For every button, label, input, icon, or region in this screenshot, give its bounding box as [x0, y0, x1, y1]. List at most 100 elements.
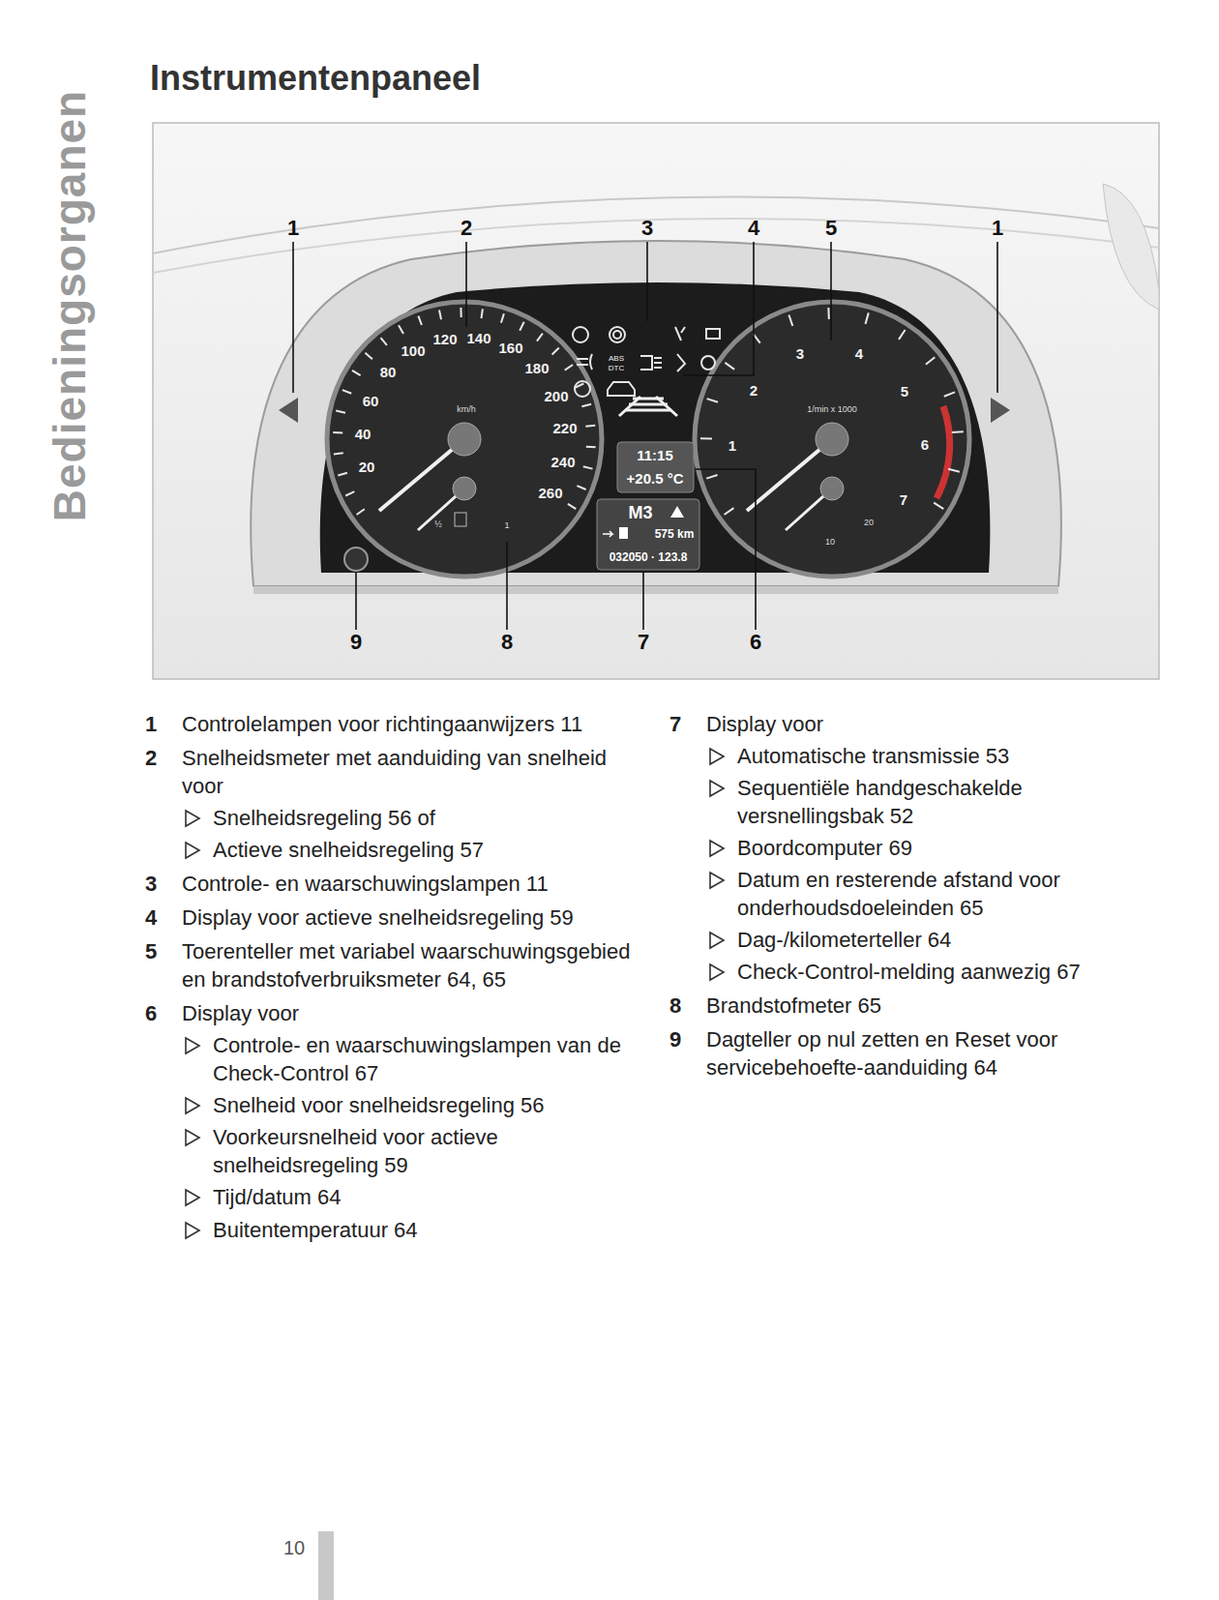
fuel-mark: 1: [504, 521, 509, 532]
sub-item-text: Controle- en waarschuwingslampen van de …: [212, 1031, 649, 1088]
list-item: 6Display voor: [145, 999, 649, 1028]
display-text: M3: [627, 504, 653, 524]
scale-number: 200: [543, 388, 568, 406]
tick: [898, 329, 906, 340]
sub-item: Actieve snelheidsregeling 57: [181, 835, 649, 864]
sub-item: Boordcomputer 69: [706, 833, 1144, 863]
sub-item-text: Datum en resterende afstand voor onderho…: [737, 865, 1144, 922]
sub-item-text: Sequentiële handgeschakelde versnellings…: [737, 773, 1144, 831]
callout-number: 1: [287, 216, 299, 240]
fuel-pump-icon: [454, 512, 467, 527]
tick: [583, 466, 594, 469]
mirror-edge: [1102, 183, 1160, 310]
check-control-icon: [670, 505, 684, 518]
tick: [865, 312, 869, 325]
sub-item: Sequentiële handgeschakelde versnellings…: [706, 773, 1144, 831]
callout-number: 6: [749, 630, 762, 655]
reset-button: [344, 547, 368, 571]
leader-lines: [293, 241, 998, 630]
tick: [439, 310, 442, 321]
sub-item-text: Tijd/datum 64: [212, 1183, 649, 1212]
list-item: 5Toerenteller met variabel waarschuwings…: [145, 937, 649, 994]
item-number: 9: [669, 1025, 707, 1082]
tick: [536, 333, 543, 342]
tick: [933, 503, 944, 509]
turn-arrow-right: [990, 397, 1011, 423]
item-number: 2: [145, 743, 182, 801]
scale-number: 100: [400, 343, 425, 360]
scale-number: 140: [466, 330, 491, 348]
sub-item: Voorkeursnelheid voor actieve snelheidsr…: [181, 1123, 649, 1180]
bullet-triangle: [181, 807, 204, 830]
warning-zone: [936, 406, 951, 499]
tick: [564, 364, 573, 371]
scale-number: 4: [855, 346, 863, 363]
bullet-triangle: [181, 839, 204, 862]
turn-arrow-left: [278, 397, 298, 423]
scale-ticks: [332, 307, 964, 515]
scale-number: 60: [362, 393, 380, 411]
bullet-triangle: [181, 1035, 204, 1057]
scale-number: 80: [380, 364, 397, 382]
callout-number: 9: [350, 630, 362, 655]
tick: [706, 475, 717, 479]
tick: [342, 389, 352, 394]
tick: [337, 473, 348, 476]
sub-item-text: Buitentemperatuur 64: [212, 1216, 649, 1245]
tick: [700, 437, 713, 440]
scale-number: 10: [825, 537, 835, 548]
tick: [352, 370, 361, 376]
tick: [944, 391, 955, 396]
fuel-icon: [619, 527, 628, 539]
picture-frame: [152, 122, 1160, 680]
sub-item: Snelheid voor snelheidsregeling 56: [181, 1091, 649, 1120]
item-text: Display voor: [706, 710, 1144, 739]
tick: [707, 398, 718, 403]
needle-hub: [452, 476, 476, 501]
section-tab: Bedieningsorganen: [45, 89, 95, 522]
scale-number: 1: [728, 438, 737, 455]
sub-item-text: Snelheidsregeling 56 of: [212, 803, 649, 833]
tick: [567, 504, 576, 509]
info-display: [596, 499, 700, 570]
acc-display: [619, 396, 678, 417]
needle-hub: [815, 422, 849, 456]
item-number: 1: [145, 710, 182, 739]
bullet-triangle: [706, 745, 728, 768]
sub-item: Check-Control-melding aanwezig 67: [706, 957, 1144, 986]
list-item: 9Dagteller op nul zetten en Reset voor s…: [669, 1025, 1144, 1082]
tick: [381, 337, 387, 346]
tick: [586, 445, 596, 449]
lamp-label: ABS: [608, 355, 625, 364]
tick: [398, 325, 404, 334]
item-text: Controlelampen voor richtingaanwijzers 1…: [181, 710, 649, 739]
warning-lights: [572, 327, 720, 397]
bullet-triangle: [706, 837, 728, 860]
bullet-triangle: [181, 1187, 204, 1209]
callout-number: 2: [460, 216, 473, 240]
item-number: 3: [145, 869, 182, 898]
scale-number: 160: [498, 340, 523, 357]
bullet-triangle: [706, 929, 728, 952]
tick: [364, 353, 373, 360]
page-number: 10: [283, 1537, 305, 1559]
scale-number: 6: [921, 437, 929, 454]
tick: [345, 491, 355, 496]
needle-hub: [447, 422, 481, 456]
cluster-ledge: [253, 586, 1059, 595]
tick: [724, 362, 735, 370]
scale-number: 5: [900, 384, 909, 401]
tick: [459, 307, 462, 318]
tick: [481, 308, 483, 319]
list-item: 2Snelheidsmeter met aanduiding van snelh…: [145, 743, 649, 801]
legend-column: 1Controlelampen voor richtingaanwijzers …: [145, 704, 649, 1245]
tick: [335, 411, 346, 414]
tick: [925, 356, 935, 365]
unit-label: 1/min x 1000: [806, 405, 858, 416]
tick: [519, 322, 525, 331]
item-number: 4: [145, 903, 182, 932]
sub-item: Buitentemperatuur 64: [181, 1216, 649, 1245]
item-text: Brandstofmeter 65: [706, 991, 1144, 1020]
sub-item-text: Automatische transmissie 53: [737, 742, 1144, 771]
